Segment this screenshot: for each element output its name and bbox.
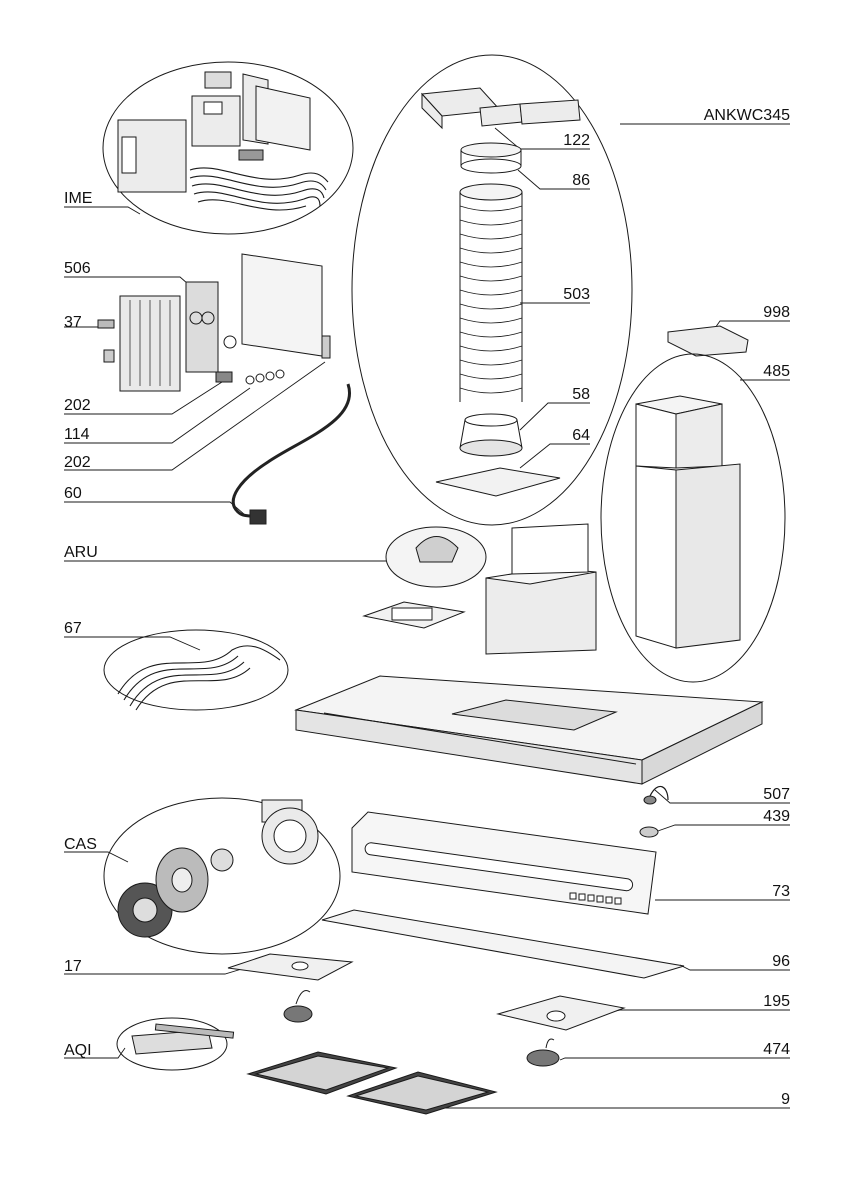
part-998-bracket [668, 326, 748, 356]
part-73-front-panel [352, 812, 656, 914]
part-64-plate [436, 468, 560, 496]
label-9: 9 [781, 1091, 790, 1109]
part-58-adapter [460, 414, 522, 456]
label-64: 64 [572, 427, 590, 445]
label-485: 485 [763, 363, 790, 381]
cas-motor-group [104, 798, 340, 954]
label-998: 998 [763, 304, 790, 322]
part-96-rail [322, 910, 684, 978]
part-86-collar [461, 143, 521, 173]
label-439: 439 [763, 808, 790, 826]
ime-wiring [190, 168, 328, 210]
ime-electronics-group [103, 62, 353, 234]
hood-canopy [296, 676, 762, 784]
part-202-switch [216, 372, 232, 382]
label-86: 86 [572, 172, 590, 190]
label-cas: CAS [64, 836, 97, 854]
part-37-clip [98, 320, 114, 328]
label-96: 96 [772, 953, 790, 971]
label-ankwc345: ANKWC345 [704, 107, 790, 125]
aru-housing [486, 572, 596, 654]
label-67: 67 [64, 620, 82, 638]
label-73: 73 [772, 883, 790, 901]
aru-recirculation-group [364, 524, 596, 654]
part-507-lamp [644, 786, 668, 804]
ime-relay [205, 72, 231, 88]
label-37: 37 [64, 314, 82, 332]
label-507: 507 [763, 786, 790, 804]
label-202a: 202 [64, 397, 91, 415]
part-9-grease-filters [248, 1052, 496, 1114]
label-ime: IME [64, 190, 92, 208]
label-506: 506 [64, 260, 91, 278]
part-195-plate [498, 996, 624, 1030]
ankwc345-group [352, 55, 632, 525]
label-474: 474 [763, 1041, 790, 1059]
power-module-group [98, 254, 330, 391]
part-114-connectors [246, 370, 284, 384]
part-202-switch-b [322, 336, 330, 358]
mounting-plate [242, 254, 322, 356]
part-60-power-cable [233, 384, 349, 524]
label-503: 503 [563, 286, 590, 304]
aqi-group [117, 1018, 234, 1070]
part-506-board [186, 282, 218, 372]
label-60: 60 [64, 485, 82, 503]
label-122: 122 [563, 132, 590, 150]
part-439-ring [640, 827, 658, 837]
label-114: 114 [64, 426, 90, 444]
part-122-duct [422, 88, 580, 128]
part-17-plate [228, 954, 352, 1022]
label-aru: ARU [64, 544, 98, 562]
label-17: 17 [64, 958, 82, 976]
part-485-chimney-group [601, 354, 785, 682]
label-aqi: AQI [64, 1042, 92, 1060]
part-503-flex-pipe [460, 184, 522, 402]
part-67-wiring-group [104, 630, 288, 710]
label-195: 195 [763, 993, 790, 1011]
part-474-lamp-holder [527, 1039, 559, 1066]
label-58: 58 [572, 386, 590, 404]
label-202b: 202 [64, 454, 91, 472]
